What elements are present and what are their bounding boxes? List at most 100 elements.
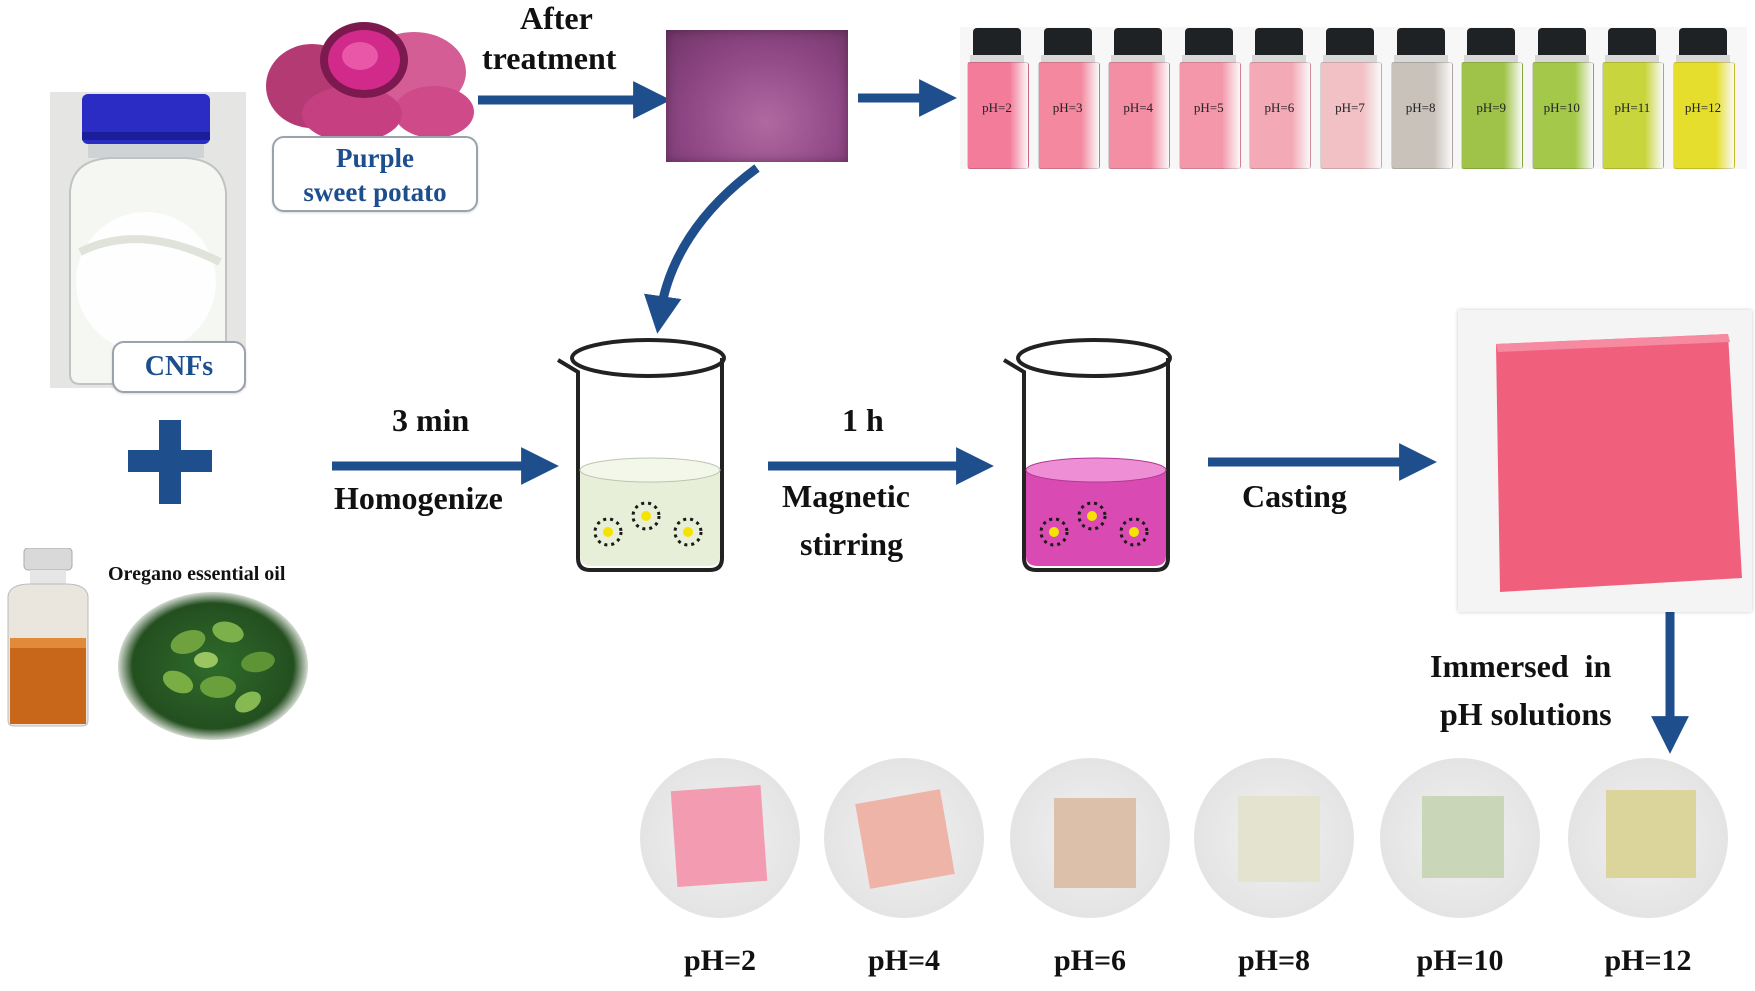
ph-vial: pH=2 — [966, 28, 1029, 169]
beaker-stirring — [1002, 338, 1172, 572]
petri-dish — [1568, 758, 1728, 918]
nanofiber-particle-icon — [1039, 501, 1149, 547]
cnfs-label-box: CNFs — [112, 341, 246, 393]
oregano-label: Oregano essential oil — [108, 563, 286, 585]
dish-ph-label: pH=12 — [1604, 944, 1692, 977]
vial-neck — [1393, 55, 1448, 63]
cast-film-photo — [1458, 310, 1752, 612]
vial-neck — [1676, 55, 1730, 63]
dish-ph-label: pH=8 — [1237, 944, 1311, 977]
vial-liquid — [1461, 62, 1524, 169]
oregano-leaves-photo — [118, 592, 308, 740]
vial-cap — [1043, 28, 1092, 56]
ph-vial: pH=12 — [1672, 28, 1735, 169]
dish-ph-label: pH=2 — [683, 944, 757, 977]
vial-ph-label: pH=9 — [1476, 100, 1507, 115]
step2-action-line2: stirring — [800, 526, 904, 562]
step3-action-label: Casting — [1242, 478, 1347, 514]
vial-cap — [1396, 28, 1445, 56]
vial-neck — [1252, 55, 1307, 63]
vial-neck — [1534, 55, 1589, 63]
ph-vial: pH=9 — [1460, 28, 1524, 169]
vial-ph-label: pH=10 — [1543, 100, 1580, 115]
beaker-homogenize — [556, 338, 726, 572]
immersed-label-line1: Immersed in — [1430, 648, 1612, 684]
anthocyanin-powder-photo — [666, 30, 848, 162]
vial-cap — [1326, 28, 1374, 56]
vial-ph-label: pH=6 — [1264, 100, 1295, 115]
vial-ph-label: pH=2 — [982, 100, 1012, 115]
after-treatment-label-line1: After — [520, 0, 593, 36]
step1-action-label: Homogenize — [334, 480, 503, 516]
ph-vial: pH=3 — [1037, 28, 1100, 169]
vial-liquid — [967, 62, 1029, 169]
vial-liquid — [1178, 62, 1241, 169]
nanofiber-particle-icon — [593, 501, 703, 547]
vial-ph-label: pH=4 — [1123, 100, 1154, 115]
sweet-potato-label-box: Purple sweet potato — [272, 136, 478, 212]
petri-dish — [1380, 758, 1540, 918]
indicator-film — [1238, 796, 1320, 882]
vial-ph-label: pH=11 — [1614, 100, 1651, 115]
step2-action-line1: Magnetic — [782, 478, 910, 514]
ph-vial: pH=8 — [1390, 28, 1453, 169]
indicator-film — [1054, 798, 1136, 888]
vial-liquid — [1602, 62, 1665, 169]
vial-liquid — [1531, 62, 1594, 169]
indicator-film — [670, 784, 768, 888]
vial-liquid — [1037, 62, 1100, 169]
petri-dish — [824, 758, 984, 918]
ph-vial: pH=7 — [1319, 28, 1382, 169]
vial-ph-label: pH=5 — [1193, 100, 1224, 115]
sweet-potato-label-line2: sweet potato — [303, 177, 447, 207]
after-treatment-label-line2: treatment — [482, 40, 617, 76]
vial-cap — [1467, 28, 1516, 56]
step2-time-label: 1 h — [842, 402, 884, 438]
vial-liquid — [1390, 62, 1453, 169]
ph-vial: pH=10 — [1531, 28, 1594, 169]
vial-cap — [1537, 28, 1586, 56]
oregano-oil-bottle-photo — [2, 547, 94, 728]
ph-vial: pH=5 — [1178, 28, 1241, 169]
cnf-bottle-photo — [50, 92, 246, 388]
sweet-potato-label-line1: Purple — [336, 143, 414, 173]
vial-neck — [1464, 55, 1519, 63]
ph-vial: pH=11 — [1601, 28, 1665, 169]
vial-ph-label: pH=3 — [1052, 100, 1083, 115]
petri-dish — [1010, 758, 1170, 918]
immersed-label-line2: pH solutions — [1440, 696, 1612, 732]
vial-neck — [1181, 55, 1236, 63]
vial-cap — [1608, 28, 1657, 56]
plus-icon — [128, 420, 212, 504]
petri-dish — [1194, 758, 1354, 918]
step1-time-label: 3 min — [392, 402, 470, 438]
vial-neck — [1040, 55, 1095, 63]
vial-cap — [1114, 28, 1163, 56]
ph-vial: pH=6 — [1248, 28, 1312, 169]
ph-vial: pH=4 — [1107, 28, 1171, 169]
petri-dish — [640, 758, 800, 918]
vial-cap — [1255, 28, 1304, 56]
vial-cap — [1679, 28, 1727, 56]
sweet-potato-photo — [264, 14, 478, 142]
vial-liquid — [1249, 62, 1312, 169]
vial-neck — [1111, 55, 1166, 63]
indicator-film — [1606, 790, 1696, 878]
dish-ph-label: pH=4 — [867, 944, 941, 977]
vial-neck — [1323, 55, 1377, 63]
vial-neck — [970, 55, 1024, 63]
ph-vials-row: pH=2 pH=3 pH=4 pH=5 pH=6 pH=7 pH=8 pH=9 pH=10 pH=… — [960, 27, 1747, 169]
vial-neck — [1605, 55, 1660, 63]
vial-liquid — [1108, 62, 1171, 169]
vial-ph-label: pH=12 — [1684, 100, 1722, 115]
vial-cap — [973, 28, 1021, 56]
vial-ph-label: pH=7 — [1335, 100, 1365, 115]
indicator-film — [855, 789, 955, 889]
dish-ph-label: pH=6 — [1053, 944, 1127, 977]
vial-liquid — [1673, 62, 1735, 169]
vial-cap — [1184, 28, 1233, 56]
dish-ph-label: pH=10 — [1416, 944, 1504, 977]
vial-liquid — [1320, 62, 1382, 169]
vial-ph-label: pH=8 — [1405, 100, 1436, 115]
